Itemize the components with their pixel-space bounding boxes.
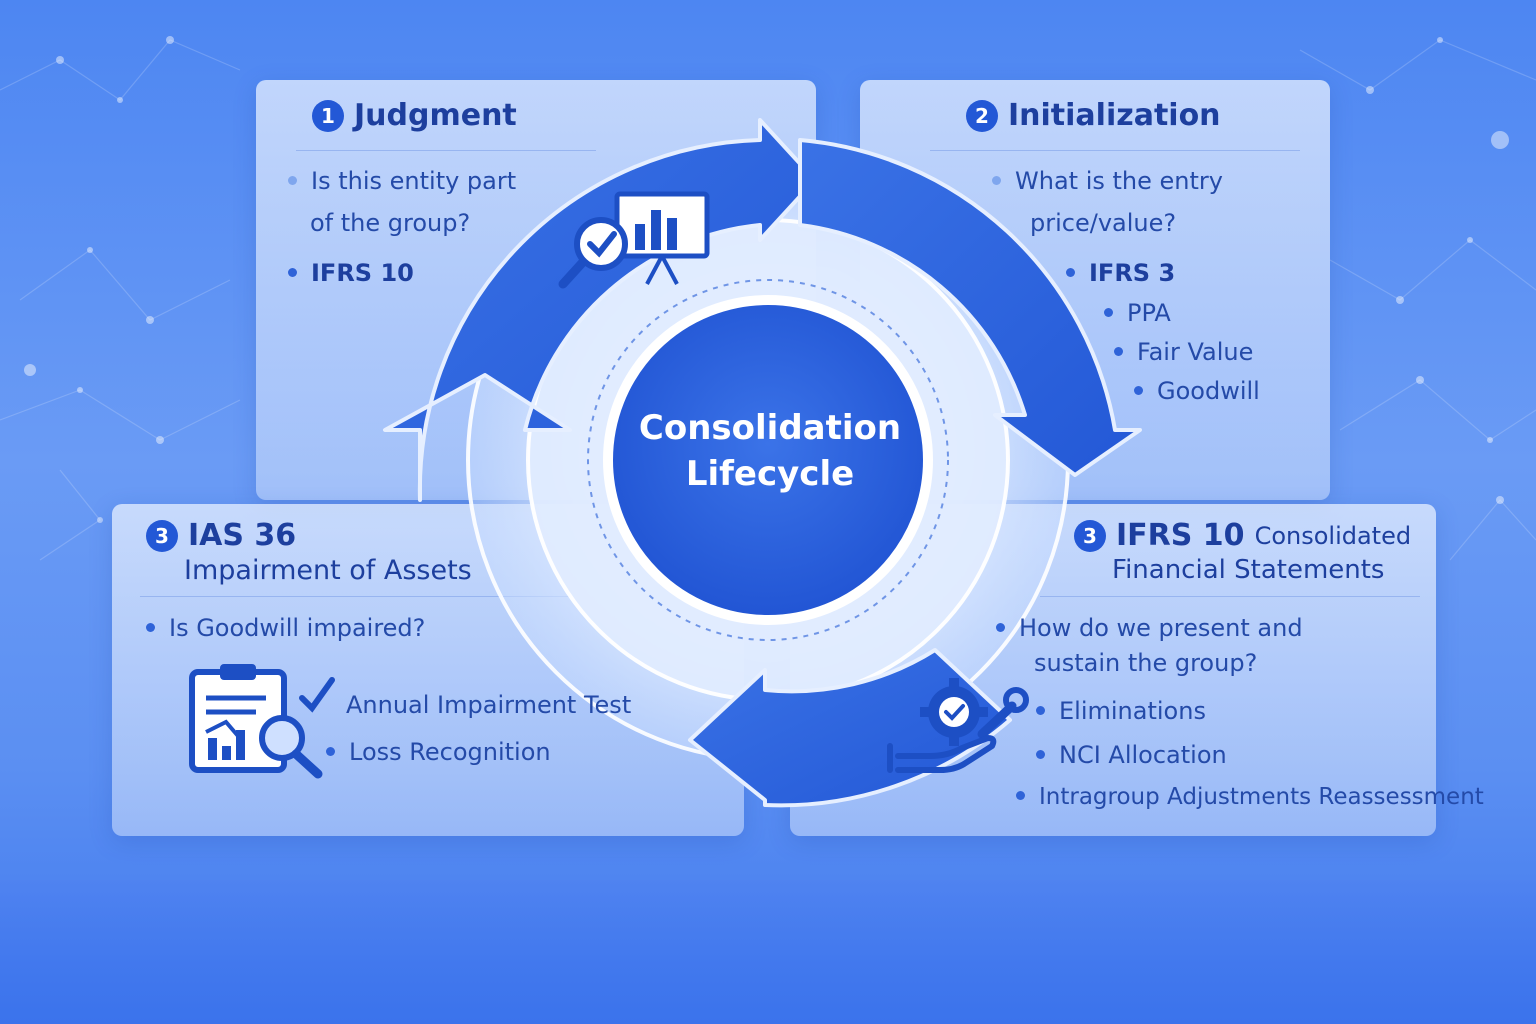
consolidated-question-line1: How do we present and	[1019, 614, 1303, 642]
step-badge: 1	[312, 99, 344, 132]
consolidated-item: Intragroup Adjustments Reassessment	[1016, 780, 1484, 814]
bullet	[1104, 307, 1113, 317]
initialization-divider	[930, 150, 1300, 151]
bullet	[1066, 267, 1075, 277]
magnifier-icon	[259, 715, 323, 779]
checkmark-icon	[299, 677, 335, 713]
consolidated-item: NCI Allocation	[1036, 738, 1227, 772]
hand-icon	[887, 735, 997, 773]
judgment-heading: 1 Judgment	[312, 98, 517, 133]
initialization-question-line1: What is the entry	[1015, 167, 1223, 195]
impairment-divider	[140, 596, 570, 597]
center-label-line2: Lifecycle	[685, 454, 855, 494]
consolidated-subtitle: Financial Statements	[1112, 555, 1385, 585]
presentation-chart-icon	[558, 191, 710, 289]
wrench-icon	[977, 687, 1029, 739]
consolidated-title-suffix: Consolidated	[1254, 521, 1412, 550]
center-label: Consolidation Lifecycle	[610, 405, 930, 497]
initialization-question: What is the entry	[992, 164, 1223, 198]
right-cycle-arrow	[798, 138, 1142, 477]
impairment-question: Is Goodwill impaired?	[146, 611, 425, 645]
step-badge: 3	[1074, 519, 1106, 552]
bottom-band	[0, 880, 1536, 1024]
initialization-item: Fair Value	[1114, 335, 1253, 369]
impairment-item-text: Loss Recognition	[349, 738, 551, 766]
center-label-line1: Consolidation	[638, 408, 902, 448]
impairment-heading: 3 IAS 36	[146, 518, 296, 553]
consolidated-item-text: Intragroup Adjustments Reassessment	[1039, 784, 1484, 810]
gear-check-icon	[887, 678, 1029, 773]
impairment-title: IAS 36	[188, 518, 297, 553]
initialization-item-text: PPA	[1127, 299, 1171, 327]
judgment-standard: IFRS 10	[288, 256, 414, 290]
bullet	[288, 267, 297, 277]
dashed-orbit	[587, 279, 949, 641]
judgment-standard-text: IFRS 10	[311, 259, 414, 287]
consolidated-title: IFRS 10	[1116, 518, 1245, 553]
consolidated-divider	[1040, 596, 1420, 597]
initialization-heading: 2 Initialization	[966, 98, 1221, 133]
bullet	[1114, 346, 1123, 356]
bullet	[1016, 791, 1025, 800]
bullet	[146, 622, 155, 632]
judgment-question-line2: of the group?	[310, 209, 471, 237]
impairment-question-text: Is Goodwill impaired?	[169, 614, 426, 642]
judgment-question: Is this entity part	[288, 164, 516, 198]
bottom-cycle-arrow	[688, 648, 1012, 808]
impairment-item: Annual Impairment Test	[346, 691, 632, 719]
initialization-item: PPA	[1104, 296, 1171, 330]
bullet	[1036, 705, 1045, 715]
initialization-item-text: Goodwill	[1157, 377, 1260, 405]
initialization-title: Initialization	[1008, 98, 1221, 133]
step-badge: 3	[146, 519, 178, 552]
consolidated-item: Eliminations	[1036, 694, 1206, 728]
consolidated-question-line2: sustain the group?	[1034, 649, 1258, 677]
bullet	[326, 746, 335, 756]
judgment-question-line1: Is this entity part	[311, 167, 517, 195]
consolidated-question: How do we present and	[996, 611, 1303, 645]
initialization-item: Goodwill	[1134, 374, 1260, 408]
bullet	[992, 175, 1001, 185]
consolidated-item-text: NCI Allocation	[1059, 741, 1227, 769]
magnifier-check-icon	[558, 217, 628, 289]
consolidated-item-text: Eliminations	[1059, 697, 1206, 725]
bullet	[1036, 749, 1045, 759]
consolidated-heading: 3 IFRS 10 Consolidated	[1074, 518, 1411, 553]
bullet	[1134, 385, 1143, 395]
initialization-standard-text: IFRS 3	[1089, 259, 1176, 287]
impairment-item: Loss Recognition	[326, 735, 551, 769]
judgment-divider	[296, 150, 596, 151]
initialization-question-line2: price/value?	[1030, 209, 1177, 237]
initialization-item-text: Fair Value	[1137, 338, 1254, 366]
step-badge: 2	[966, 99, 998, 132]
judgment-title: Judgment	[354, 98, 517, 133]
clipboard-chart-icon	[189, 664, 335, 779]
center-hub	[603, 295, 933, 625]
initialization-standard: IFRS 3	[1066, 256, 1175, 290]
impairment-subtitle: Impairment of Assets	[184, 555, 472, 586]
bullet	[996, 622, 1005, 632]
bullet	[288, 175, 297, 185]
